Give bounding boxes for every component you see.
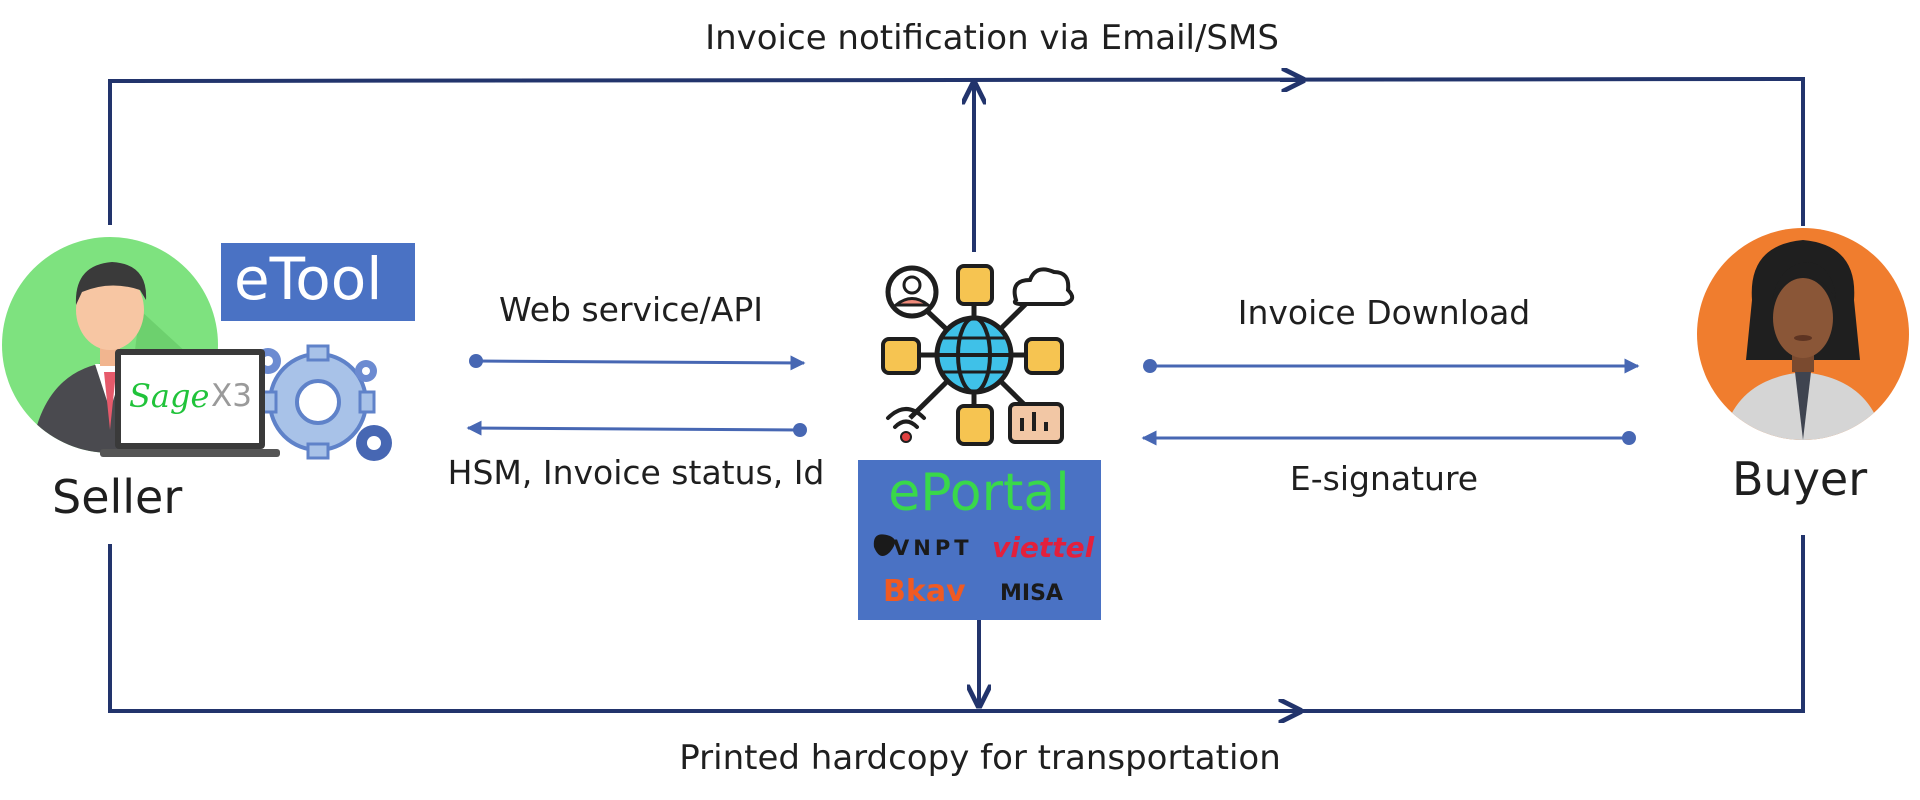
laptop-icon — [100, 349, 280, 457]
bottom-flow-label: Printed hardcopy for transportation — [679, 738, 1281, 778]
e-signature-label: E-signature — [1289, 459, 1479, 498]
buyer-avatar-icon — [1697, 228, 1909, 440]
x3-logo-text: X3 — [211, 378, 252, 414]
vnpt-logo-icon — [873, 534, 895, 556]
top-flow-label: Invoice notification via Email/SMS — [705, 18, 1279, 58]
vnpt-logo-text: VNPT — [893, 536, 973, 560]
notification-frame — [108, 79, 1805, 711]
eportal-label: ePortal — [888, 463, 1070, 523]
viettel-logo-text: viettel — [992, 531, 1095, 564]
web-service-label: Web service/API — [499, 290, 763, 329]
seller-label: Seller — [52, 470, 183, 524]
misa-logo-text: MISA — [1000, 581, 1063, 606]
etool-label: eTool — [234, 245, 383, 313]
hsm-status-label: HSM, Invoice status, Id — [447, 453, 825, 492]
flow-arrows — [466, 354, 1640, 446]
eportal-panel — [858, 460, 1101, 620]
bkav-logo-text: Bkav — [883, 574, 966, 609]
gears-icon — [255, 344, 392, 461]
invoice-download-label: Invoice Download — [1237, 293, 1531, 332]
buyer-label: Buyer — [1732, 452, 1868, 506]
sage-logo-text: Sage — [129, 377, 210, 415]
network-hub-icon — [881, 264, 1075, 446]
etool-badge — [221, 243, 415, 321]
